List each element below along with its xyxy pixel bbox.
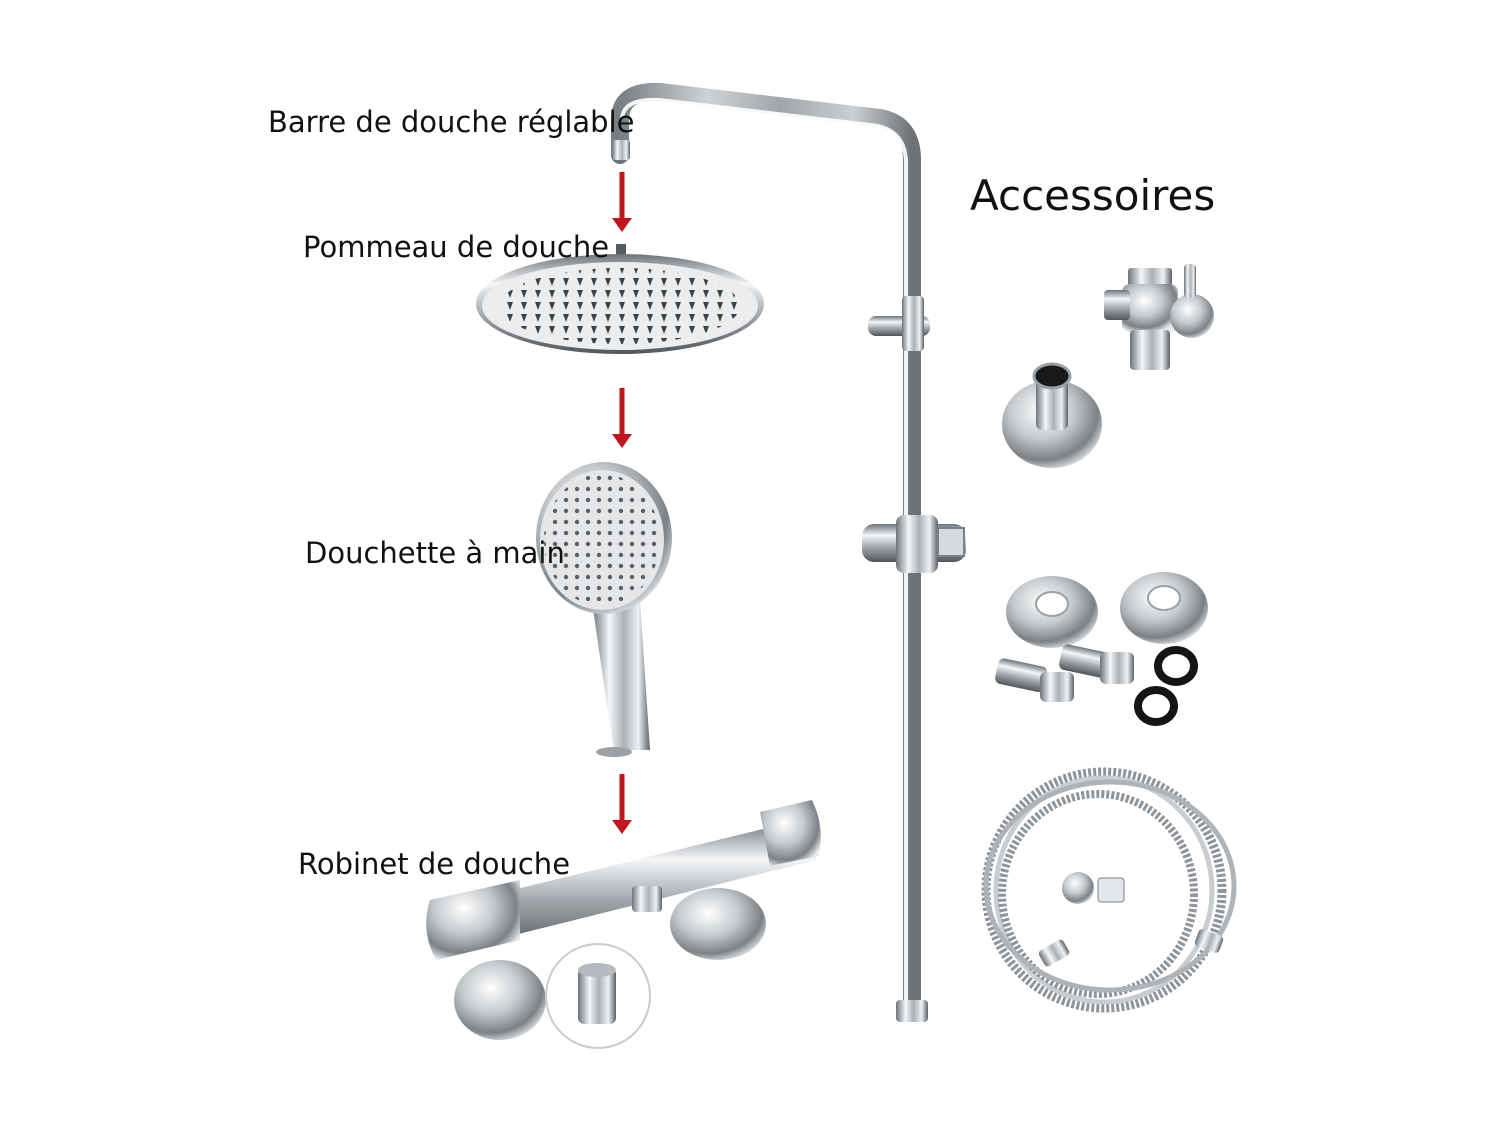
washer-icon (1154, 646, 1198, 686)
eccentric-connector-icon (1059, 644, 1134, 684)
label-mixer-tap: Robinet de douche (298, 847, 570, 881)
hand-shower-icon (536, 462, 672, 757)
arrow-down-icon (612, 388, 632, 448)
flange-icon (1006, 576, 1098, 648)
arrow-down-icon (612, 172, 632, 232)
rain-head-icon (476, 244, 764, 354)
flange-icon (1120, 572, 1208, 644)
shower-bar-icon (611, 82, 966, 1022)
label-shower-bar: Barre de douche réglable (268, 105, 634, 139)
hose-icon (981, 767, 1237, 1013)
thermostatic-mixer-icon (426, 800, 821, 1049)
wall-elbow-icon (1002, 362, 1102, 468)
eccentric-connector-icon (995, 658, 1074, 702)
arrow-down-icon (612, 774, 632, 834)
accessories-heading: Accessoires (970, 171, 1215, 220)
label-hand-shower: Douchette à main (305, 536, 565, 570)
washer-icon (1134, 686, 1178, 726)
diverter-icon (1104, 264, 1214, 370)
label-shower-head: Pommeau de douche (303, 230, 609, 264)
